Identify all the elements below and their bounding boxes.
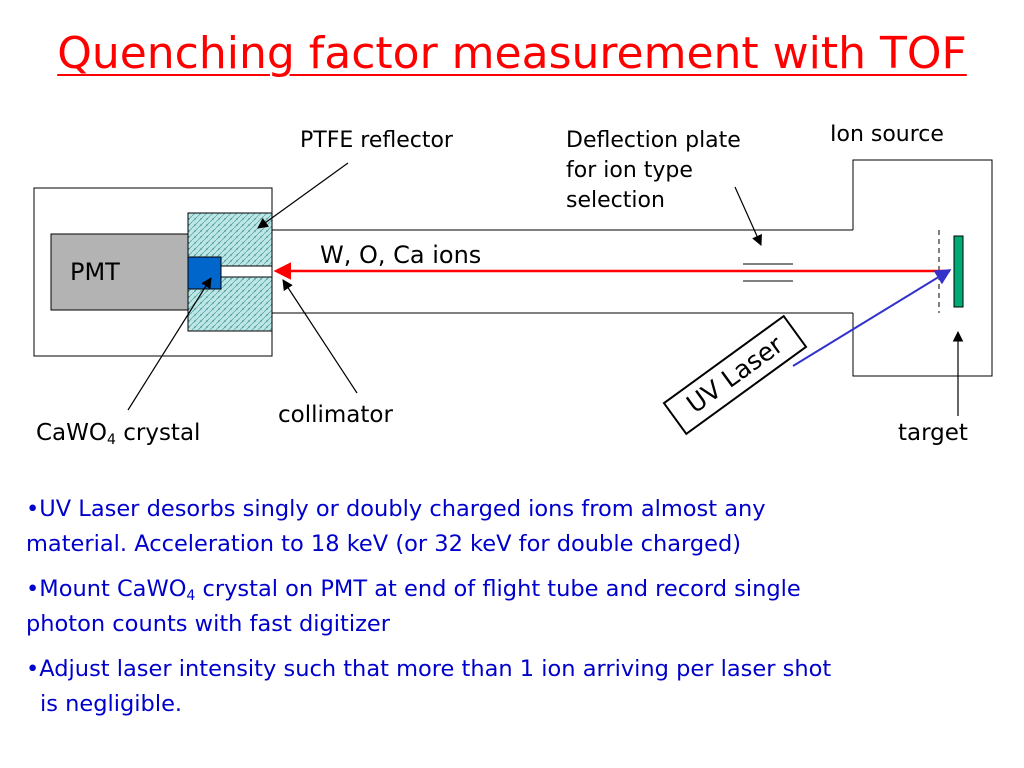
bullet-2-prefix: Mount CaWO [39, 576, 187, 602]
bullet-list: •UV Laser desorbs singly or doubly charg… [26, 492, 1006, 732]
laser-beam-arrow [792, 269, 952, 367]
target-label: target [898, 420, 968, 446]
bullet-3-marker: • [26, 656, 40, 682]
deflection-label-line3: selection [566, 188, 665, 213]
collimator-pointer [282, 279, 358, 394]
ion-source-label: Ion source [830, 122, 944, 147]
crystal-label: CaWO4 crystal [36, 418, 200, 448]
bullet-1: •UV Laser desorbs singly or doubly charg… [26, 492, 1006, 562]
deflection-pointer [734, 186, 762, 246]
bullet-1-marker: • [26, 496, 40, 522]
ion-source-chamber [852, 159, 993, 377]
collimator-label: collimator [278, 402, 393, 428]
ions-label: W, O, Ca ions [320, 241, 482, 269]
collimator-channel [220, 265, 273, 278]
crystal-label-prefix: CaWO [36, 420, 107, 446]
bullet-3-line2: is negligible. [40, 691, 183, 717]
bullet-1-line1: UV Laser desorbs singly or doubly charge… [39, 496, 766, 522]
page-title: Quenching factor measurement with TOF [57, 28, 967, 79]
bullet-2-suffix: crystal on PMT at end of flight tube and… [195, 576, 801, 602]
deflection-label-line1: Deflection plate [566, 128, 741, 153]
ptfe-pointer [257, 162, 349, 229]
crystal-label-sub: 4 [107, 432, 116, 448]
bullet-2-marker: • [26, 576, 40, 602]
bullet-2-sub: 4 [186, 588, 196, 604]
crystal [187, 256, 222, 290]
bullet-3: •Adjust laser intensity such that more t… [26, 652, 1006, 722]
bullet-2-line2: photon counts with fast digitizer [26, 611, 390, 637]
bullet-2: •Mount CaWO4 crystal on PMT at end of fl… [26, 572, 1006, 642]
pmt-label: PMT [70, 258, 120, 286]
deflection-label-line2: for ion type [566, 158, 693, 183]
ptfe-label: PTFE reflector [300, 128, 453, 153]
target [953, 235, 964, 308]
bullet-1-line2: material. Acceleration to 18 keV (or 32 … [26, 531, 742, 557]
bullet-3-line1: Adjust laser intensity such that more th… [39, 656, 832, 682]
crystal-label-suffix: crystal [115, 420, 201, 446]
crystal-pointer [127, 277, 212, 411]
deflection-label: Deflection plate for ion type selection [566, 126, 741, 216]
